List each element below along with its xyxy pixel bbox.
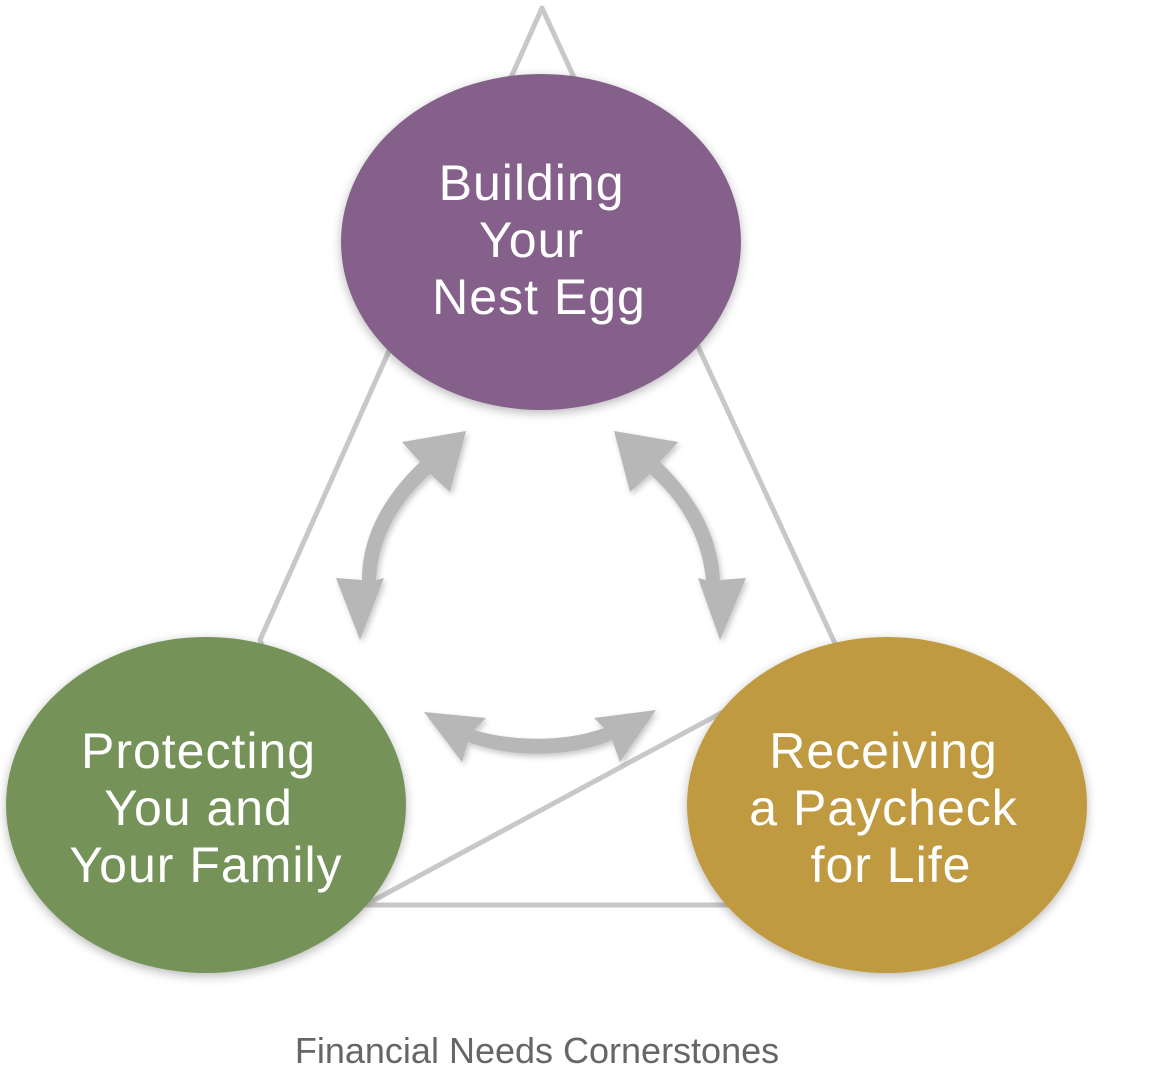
node-right-label: Receiving a Paycheck for Life xyxy=(749,723,1032,893)
node-right-ellipse xyxy=(687,637,1087,973)
node-protecting-family: Protecting You and Your Family xyxy=(6,637,406,973)
node-paycheck-for-life: Receiving a Paycheck for Life xyxy=(687,637,1087,973)
node-left-ellipse xyxy=(6,637,406,973)
node-building-nest-egg: Building Your Nest Egg xyxy=(341,74,741,410)
node-left-line-1: Protecting xyxy=(81,723,316,779)
node-top-label: Building Your Nest Egg xyxy=(432,155,646,325)
node-top-line-2: Your xyxy=(479,212,584,268)
node-right-line-2: a Paycheck xyxy=(749,780,1017,836)
node-left-line-3: Your Family xyxy=(69,837,342,893)
double-arrow-right-icon xyxy=(614,431,746,640)
node-left-line-2: You and xyxy=(104,780,293,836)
node-top-ellipse xyxy=(341,74,741,410)
diagram-caption: Financial Needs Cornerstones xyxy=(295,1030,779,1071)
node-left-label: Protecting You and Your Family xyxy=(69,723,342,893)
node-top-line-1: Building xyxy=(439,155,625,211)
cycle-arrows xyxy=(336,431,746,762)
double-arrow-left-icon xyxy=(336,431,466,640)
node-top-line-3: Nest Egg xyxy=(432,269,646,325)
node-right-line-1: Receiving xyxy=(769,723,998,779)
double-arrow-bottom-icon xyxy=(424,710,656,762)
node-right-line-3: for Life xyxy=(811,837,972,893)
